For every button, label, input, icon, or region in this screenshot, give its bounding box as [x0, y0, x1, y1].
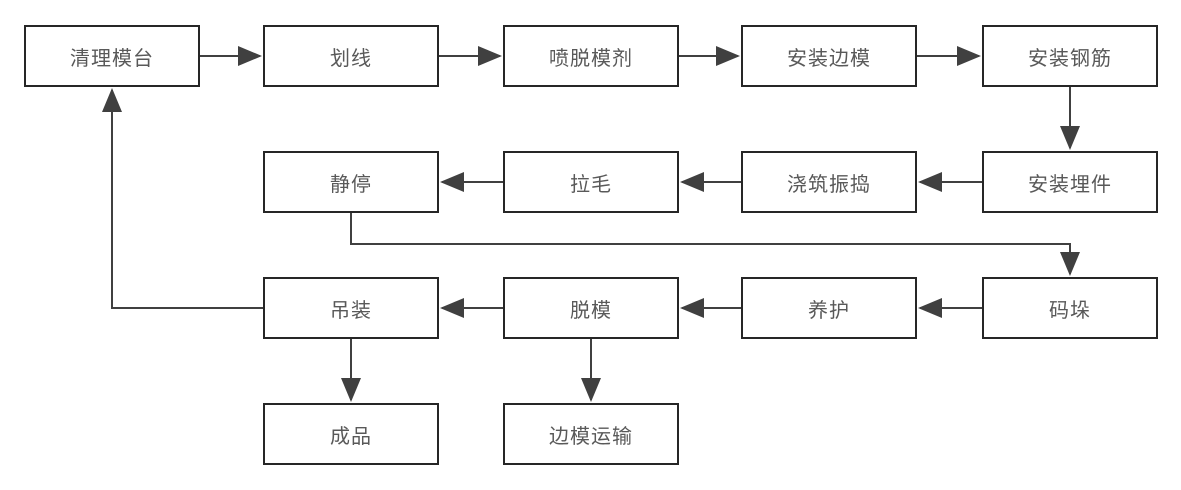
node-curing: 养护	[741, 277, 917, 339]
node-hoisting: 吊装	[263, 277, 439, 339]
node-pour-and-vibrate: 浇筑振捣	[741, 151, 917, 213]
node-clean-mold-table: 清理模台	[24, 25, 200, 87]
node-install-side-forms: 安装边模	[741, 25, 917, 87]
node-spray-release-agent: 喷脱模剂	[503, 25, 679, 87]
node-resting: 静停	[263, 151, 439, 213]
node-install-embedded-parts: 安装埋件	[982, 151, 1158, 213]
node-install-rebar: 安装钢筋	[982, 25, 1158, 87]
node-finished-product: 成品	[263, 403, 439, 465]
node-side-form-transport: 边模运输	[503, 403, 679, 465]
node-roughening: 拉毛	[503, 151, 679, 213]
edge-resting-to-stacking	[350, 213, 1080, 276]
node-stacking: 码垛	[982, 277, 1158, 339]
edge-hoisting-to-clean-loop	[102, 88, 263, 309]
node-marking: 划线	[263, 25, 439, 87]
node-demolding: 脱模	[503, 277, 679, 339]
